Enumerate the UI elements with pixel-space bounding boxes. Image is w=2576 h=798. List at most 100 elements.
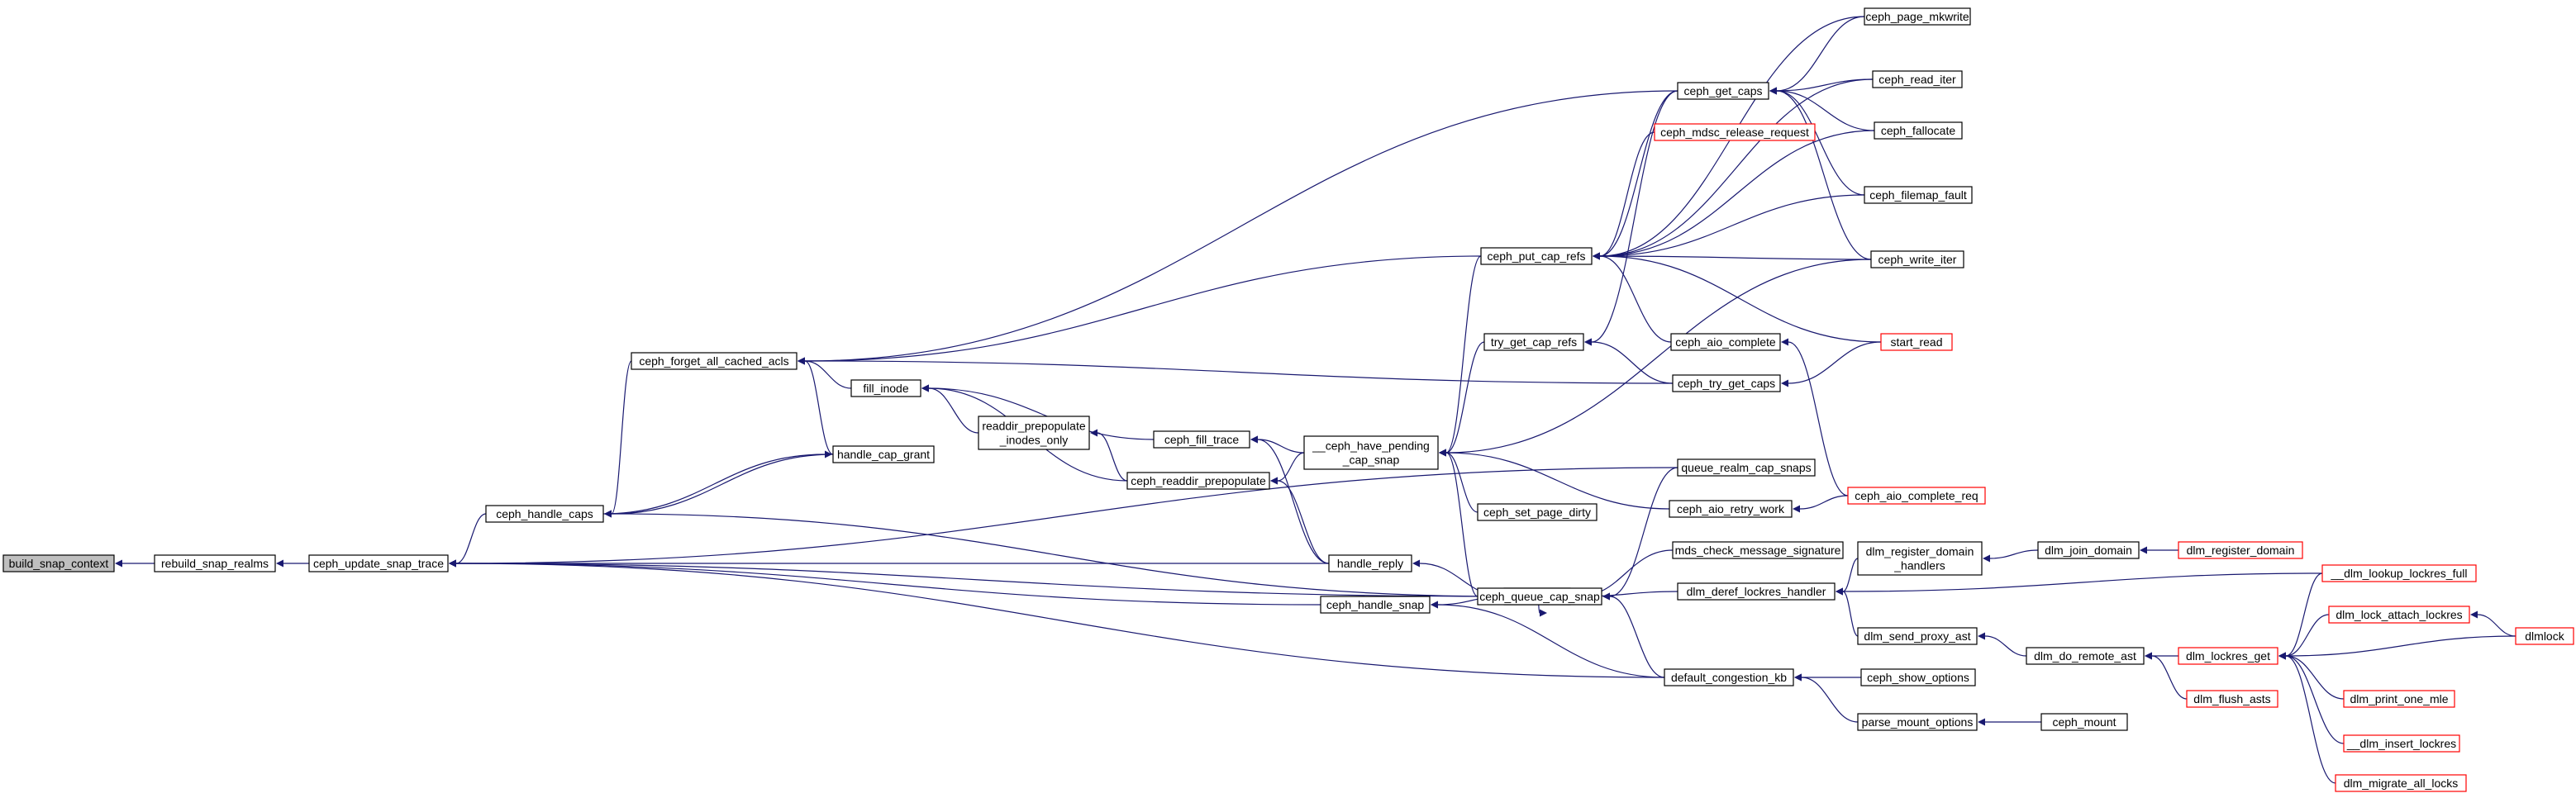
node-label: _handlers [1893, 559, 1945, 572]
node-ceph_put_cap_refs[interactable]: ceph_put_cap_refs [1480, 247, 1593, 265]
node-box [1874, 121, 1963, 140]
edge-default_congestion_kb-to-ceph_update_snap_trace [449, 559, 1665, 678]
node-fill_inode[interactable]: fill_inode [850, 379, 921, 397]
node-box [978, 416, 1090, 450]
node-dlm_send_proxy_ast[interactable]: dlm_send_proxy_ast [1857, 627, 1978, 645]
node-label: parse_mount_options [1862, 715, 1974, 729]
node-dlm_join_domain[interactable]: dlm_join_domain [2037, 541, 2140, 559]
edge-dlm_send_proxy_ast-to-dlm_deref_lockres_handler [1836, 587, 1859, 637]
node-label: ceph_read_iter [1878, 73, 1956, 86]
node-dlm_print_one_mle[interactable]: dlm_print_one_mle [2343, 690, 2455, 708]
node-ceph_mdsc_release_request[interactable]: ceph_mdsc_release_request [1654, 123, 1816, 141]
node-box [1153, 430, 1250, 449]
node-__dlm_lookup_lockres_full[interactable]: __dlm_lookup_lockres_full [2321, 564, 2477, 582]
edge-ceph_page_mkwrite-to-ceph_get_caps [1769, 16, 1865, 95]
node-box [1477, 503, 1598, 521]
node-box [1654, 123, 1816, 141]
node-__dlm_insert_lockres[interactable]: __dlm_insert_lockres [2343, 734, 2460, 753]
node-label: ceph_aio_complete_req [1855, 489, 1978, 502]
edge-dlm_do_remote_ast-to-dlm_send_proxy_ast [1978, 632, 2027, 657]
node-ceph_show_options[interactable]: ceph_show_options [1860, 668, 1976, 686]
node-box [2178, 541, 2303, 559]
edge-ceph_write_iter-to-__ceph_have_pending_cap_snap [1439, 259, 1872, 457]
node-queue_realm_cap_snaps[interactable]: queue_realm_cap_snaps [1677, 458, 1816, 477]
node-box [1672, 374, 1781, 392]
edge-dispatch-to-ceph_handle_caps [604, 510, 1505, 597]
edge-dlmlock-to-dlm_lockres_get [2278, 635, 2516, 660]
edge-ceph_aio_complete-to-ceph_put_cap_refs [1593, 252, 1672, 343]
node-try_get_cap_refs[interactable]: try_get_cap_refs [1483, 333, 1584, 351]
node-rebuild_snap_realms[interactable]: rebuild_snap_realms [154, 554, 276, 572]
node-handle_cap_grant[interactable]: handle_cap_grant [832, 445, 935, 463]
node-ceph_handle_caps[interactable]: ceph_handle_caps [485, 505, 604, 523]
edge-ceph_read_iter-to-ceph_put_cap_refs [1593, 78, 1874, 260]
node-default_congestion_kb[interactable]: default_congestion_kb [1664, 668, 1794, 686]
node-dlm_deref_lockres_handler[interactable]: dlm_deref_lockres_handler [1677, 582, 1836, 601]
node-ceph_aio_complete_req[interactable]: ceph_aio_complete_req [1847, 487, 1986, 505]
edge-ceph_forget_all_cached_acls-to-ceph_handle_caps [604, 360, 632, 518]
node-__ceph_have_pending_cap_snap[interactable]: __ceph_have_pending_cap_snap [1303, 435, 1439, 470]
node-ceph_aio_retry_work[interactable]: ceph_aio_retry_work [1669, 500, 1793, 518]
edge-ceph_set_page_dirty-to-__ceph_have_pending_cap_snap [1439, 449, 1478, 513]
edge-ceph_write_iter-to-ceph_put_cap_refs [1593, 252, 1872, 260]
node-ceph_handle_snap[interactable]: ceph_handle_snap [1320, 596, 1431, 614]
edge-handle_cap_grant-to-ceph_handle_caps [604, 454, 834, 518]
node-label: ceph_handle_caps [496, 507, 593, 520]
node-ceph_filemap_fault[interactable]: ceph_filemap_fault [1864, 186, 1973, 204]
node-box [2, 554, 115, 572]
node-box [154, 554, 276, 572]
node-parse_mount_options[interactable]: parse_mount_options [1857, 713, 1978, 731]
node-dlm_migrate_all_locks[interactable]: dlm_migrate_all_locks [2335, 774, 2467, 792]
node-ceph_page_mkwrite[interactable]: ceph_page_mkwrite [1864, 7, 1971, 26]
node-label: queue_realm_cap_snaps [1681, 461, 1811, 474]
node-ceph_update_snap_trace[interactable]: ceph_update_snap_trace [308, 554, 449, 572]
edge-ceph_put_cap_refs-to-__ceph_have_pending_cap_snap [1439, 255, 1482, 457]
node-box [2178, 647, 2278, 665]
node-box [631, 352, 798, 370]
node-mds_check_message_signature[interactable]: mds_check_message_signature [1672, 541, 1844, 559]
edge-ceph_fallocate-to-ceph_get_caps [1769, 87, 1875, 131]
edge-ceph_aio_complete_req-to-ceph_aio_complete [1781, 338, 1849, 496]
node-ceph_fill_trace[interactable]: ceph_fill_trace [1153, 430, 1250, 449]
node-dlm_do_remote_ast[interactable]: dlm_do_remote_ast [2026, 647, 2145, 665]
node-label: rebuild_snap_realms [161, 557, 269, 570]
node-label: default_congestion_kb [1671, 671, 1787, 684]
node-box [1672, 541, 1844, 559]
node-ceph_read_iter[interactable]: ceph_read_iter [1872, 70, 1963, 88]
node-label: ceph_fallocate [1881, 124, 1956, 137]
node-box [1857, 713, 1978, 731]
node-label: ceph_get_caps [1684, 84, 1763, 97]
node-dlm_lockres_get[interactable]: dlm_lockres_get [2178, 647, 2278, 665]
node-dlm_register_domain[interactable]: dlm_register_domain [2178, 541, 2303, 559]
node-box [2186, 690, 2278, 708]
node-ceph_mount[interactable]: ceph_mount [2040, 713, 2128, 731]
node-box [1857, 627, 1978, 645]
node-dlm_lock_attach_lockres[interactable]: dlm_lock_attach_lockres [2328, 606, 2470, 624]
node-start_read[interactable]: start_read [1880, 333, 1953, 351]
node-ceph_queue_cap_snap[interactable]: ceph_queue_cap_snap [1477, 587, 1602, 606]
node-ceph_set_page_dirty[interactable]: ceph_set_page_dirty [1477, 503, 1598, 521]
edge-fill_inode-to-ceph_forget_all_cached_acls [798, 357, 852, 389]
node-label: ceph_filemap_fault [1869, 188, 1967, 202]
edge-__dlm_lookup_lockres_full-to-dlm_deref_lockres_handler [1836, 572, 2323, 596]
node-dlmlock[interactable]: dlmlock [2515, 627, 2574, 645]
node-ceph_readdir_prepopulate[interactable]: ceph_readdir_prepopulate [1126, 472, 1270, 490]
node-label: ceph_aio_complete [1675, 335, 1776, 349]
node-box [2343, 734, 2460, 753]
node-readdir_prepopulate_inodes_only[interactable]: readdir_prepopulate_inodes_only [978, 416, 1090, 450]
edge-handle_reply-to-ceph_fill_trace [1250, 435, 1330, 564]
node-handle_reply[interactable]: handle_reply [1328, 554, 1412, 572]
node-ceph_write_iter[interactable]: ceph_write_iter [1870, 250, 1964, 268]
node-dlm_flush_asts[interactable]: dlm_flush_asts [2186, 690, 2278, 708]
node-ceph_aio_complete[interactable]: ceph_aio_complete [1670, 333, 1781, 351]
node-label: dlm_lockres_get [2186, 649, 2270, 663]
node-label: ceph_fill_trace [1164, 433, 1239, 446]
node-ceph_fallocate[interactable]: ceph_fallocate [1874, 121, 1963, 140]
edge-ceph_aio_complete_req-to-ceph_aio_retry_work [1793, 495, 1849, 513]
node-ceph_try_get_caps[interactable]: ceph_try_get_caps [1672, 374, 1781, 392]
node-box [308, 554, 449, 572]
node-ceph_forget_all_cached_acls[interactable]: ceph_forget_all_cached_acls [631, 352, 798, 370]
node-ceph_get_caps[interactable]: ceph_get_caps [1677, 82, 1769, 100]
node-dlm_register_domain_handlers[interactable]: dlm_register_domain_handlers [1857, 541, 1983, 576]
node-label: dlm_print_one_mle [2350, 692, 2448, 705]
